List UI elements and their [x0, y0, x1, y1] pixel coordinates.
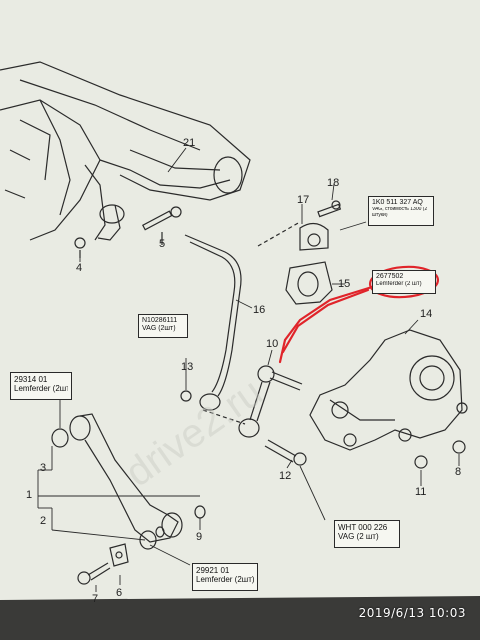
note-n10286111: N10286111 VAG (2шт) [138, 314, 188, 338]
note-29314-01: 29314 01 Lemferder (2шт) [10, 372, 72, 400]
note-detail: Lemferder (2шт) [196, 575, 254, 585]
photo-timestamp: 2019/6/13 10:03 [358, 606, 466, 620]
note-part-number: 1K0 511 327 AQ [372, 199, 423, 206]
callout-11: 11 [415, 486, 427, 498]
callout-1: 1 [26, 489, 33, 501]
callout-13: 13 [181, 361, 194, 373]
nut-8 [452, 440, 466, 454]
note-detail: VAG (2 шт) [338, 532, 379, 542]
note-detail: Lemferder (2 шт) [376, 281, 422, 288]
nut-11 [414, 455, 428, 469]
note-part-number: 29921 01 [196, 566, 230, 575]
callout-17: 17 [297, 194, 310, 206]
callout-12: 12 [279, 470, 292, 482]
note-2677502: 2677502 Lemferder (2 шт) [372, 270, 436, 294]
note-part-number: 2677502 [376, 273, 404, 280]
callout-5: 5 [159, 238, 166, 250]
callout-9: 9 [196, 531, 203, 543]
note-part-number: N10286111 [142, 317, 178, 324]
bolt-7 [77, 562, 111, 585]
stabilizer-link [238, 365, 303, 438]
bracket-6 [109, 543, 129, 567]
note-part-number: WHT 000 226 [338, 523, 388, 532]
subframe [0, 61, 251, 241]
callout-7: 7 [92, 593, 99, 605]
note-detail: VAG (2шт) [142, 325, 176, 333]
paper-shadow [0, 596, 480, 640]
nut-13 [180, 390, 192, 402]
note-detail: штуки) [372, 212, 388, 218]
note-29921-01: 29921 01 Lemferder (2шт) [192, 563, 258, 591]
note-detail: VAG, стоимость 1300 (2 [372, 207, 428, 213]
note-1k0-511-327-aq: 1K0 511 327 AQ VAG, стоимость 1300 (2 шт… [368, 196, 434, 226]
callout-6: 6 [116, 587, 123, 599]
callout-21: 21 [183, 137, 196, 149]
callout-16: 16 [253, 304, 266, 316]
callout-10: 10 [266, 338, 279, 350]
callout-2: 2 [40, 515, 47, 527]
callout-4: 4 [76, 262, 83, 274]
lower-control-arm [51, 413, 183, 550]
note-wht-000-226: WHT 000 226 VAG (2 шт) [334, 520, 400, 548]
bolt-4 [74, 237, 86, 258]
callout-8: 8 [455, 466, 462, 478]
callout-15: 15 [338, 278, 351, 290]
callout-14: 14 [420, 308, 433, 320]
stabilizer-bushing [285, 200, 342, 305]
wheel-carrier [309, 329, 468, 451]
callout-18: 18 [327, 177, 340, 189]
red-annotation [278, 265, 440, 364]
callout-3: 3 [40, 462, 47, 474]
leader-lines [37, 147, 460, 592]
bolt-12 [264, 439, 307, 466]
note-part-number: 29314 01 [14, 375, 48, 384]
stabilizer-bar [184, 221, 301, 425]
note-detail: Lemferder (2шт) [14, 384, 68, 394]
paper-sheet [0, 0, 480, 622]
